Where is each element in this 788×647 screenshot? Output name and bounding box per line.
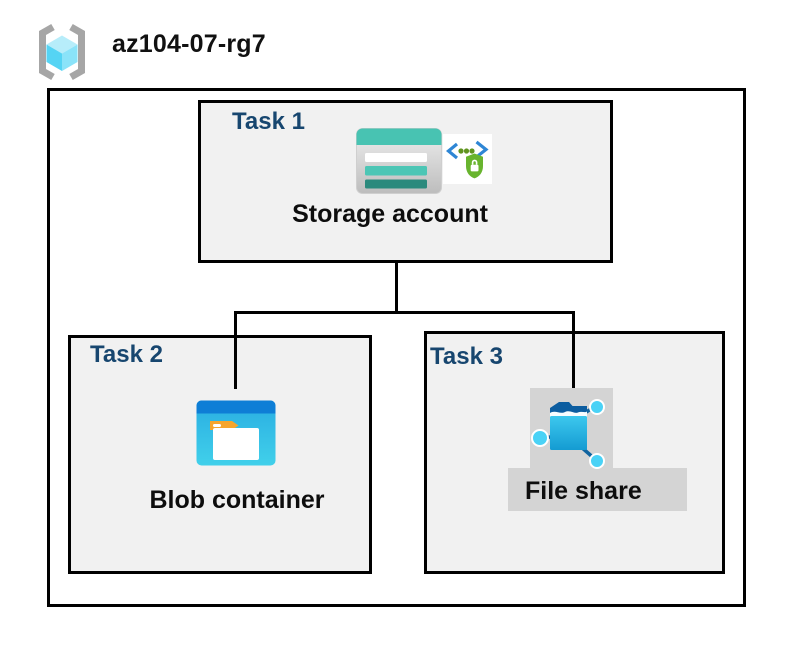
task2-label: Task 2 [90,341,163,368]
file-share-highlight-band [508,468,687,511]
storage-account-label: Storage account [292,200,488,228]
blob-container-label: Blob container [149,486,325,514]
resource-group-name: az104-07-rg7 [112,30,266,58]
task1-label: Task 1 [232,108,305,135]
connector-to-blob [234,311,237,389]
storage-account-icon [356,128,442,194]
resource-group-icon [39,23,85,81]
connector-horizontal [234,311,575,314]
file-share-label: File share [525,477,642,505]
connector-storage-down [395,261,398,314]
sas-security-icon [443,134,492,184]
blob-container-icon [196,400,276,466]
task3-label: Task 3 [430,343,503,370]
file-share-icon [530,388,613,470]
connector-to-fileshare [572,311,575,390]
